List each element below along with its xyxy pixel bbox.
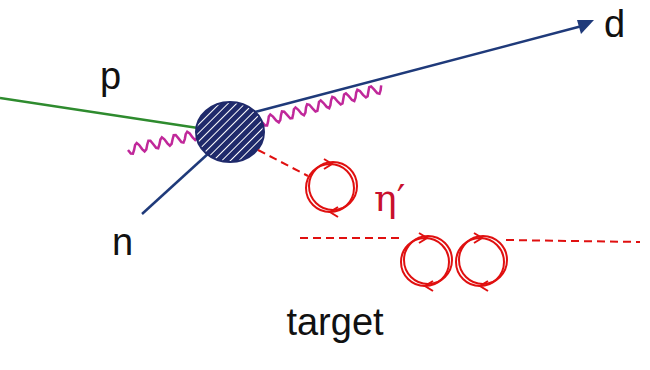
- particle-label: p: [100, 54, 121, 98]
- region-label: target: [286, 300, 383, 344]
- proton-line: [0, 98, 198, 128]
- meson-loops: [258, 150, 640, 291]
- particle-label: n: [112, 220, 133, 264]
- neutron-line: [142, 152, 210, 214]
- target-region: target: [30, 48, 650, 370]
- particle-label: d: [604, 2, 625, 46]
- vertex-blob: [196, 102, 264, 162]
- photon-wave: [262, 85, 381, 125]
- particle-label: η′: [374, 176, 405, 220]
- photon-wave: [128, 130, 199, 154]
- deuteron-line: [255, 26, 582, 112]
- arrow-head: [577, 20, 594, 34]
